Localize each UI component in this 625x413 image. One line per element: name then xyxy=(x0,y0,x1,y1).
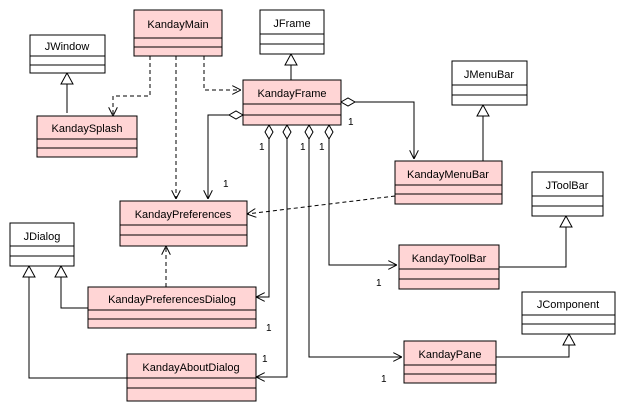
inherit-aboutdialog-jdialog-triangle xyxy=(22,264,36,278)
class-jwindow-name: JWindow xyxy=(45,41,90,53)
mult-pane-target: 1 xyxy=(381,374,387,385)
class-kandaypane-name: KandayPane xyxy=(419,349,482,361)
agg-frame-menubar xyxy=(355,101,414,159)
class-kandaypane[interactable]: KandayPane xyxy=(403,340,497,384)
mult-frame-side-c: 1 xyxy=(319,142,325,153)
class-kandayframe[interactable]: KandayFrame xyxy=(242,79,342,126)
mult-frame-side-b: 1 xyxy=(300,142,306,153)
mult-menubar-target: 1 xyxy=(348,117,354,128)
class-kandayaboutdialog-name: KandayAboutDialog xyxy=(142,362,239,374)
class-kandaypreferences[interactable]: KandayPreferences xyxy=(119,200,248,247)
inherit-prefsdialog-jdialog-triangle xyxy=(54,264,68,278)
class-kandaymenubar[interactable]: KandayMenuBar xyxy=(394,160,503,205)
class-kandaymain-name: KandayMain xyxy=(147,19,208,31)
mult-prefsdialog-target: 1 xyxy=(266,323,272,334)
dep-menubar-prefs xyxy=(247,195,396,214)
class-jmenubar-name: JMenuBar xyxy=(464,69,514,81)
class-jframe-name: JFrame xyxy=(273,18,310,30)
class-kandayframe-name: KandayFrame xyxy=(257,88,326,100)
agg-frame-pane xyxy=(308,139,402,357)
inherit-pane-jcomponent-triangle xyxy=(562,332,576,346)
agg-frame-toolbar xyxy=(328,139,397,265)
multiplicity-labels: 1 1 1 1 1 1 1 1 1 xyxy=(223,117,387,385)
mult-frame-side-a: 1 xyxy=(259,142,265,153)
inherit-splash-jwindow-triangle xyxy=(60,71,74,85)
class-kandaypreferencesdialog[interactable]: KandayPreferencesDialog xyxy=(87,286,257,329)
agg-frame-pane-diamond xyxy=(304,123,314,141)
class-boxes: KandayMain JFrame JWindow KandaySplash K… xyxy=(9,9,616,402)
class-jtoolbar[interactable]: JToolBar xyxy=(531,171,604,217)
relationship-lines xyxy=(22,52,576,379)
class-kandaypreferencesdialog-name: KandayPreferencesDialog xyxy=(108,294,236,306)
mult-aboutdialog-target: 1 xyxy=(262,354,268,365)
class-jtoolbar-name: JToolBar xyxy=(546,180,589,192)
class-jmenubar[interactable]: JMenuBar xyxy=(451,60,528,106)
inherit-frame-jframe-triangle xyxy=(284,52,298,66)
agg-frame-prefsdialog-diamond xyxy=(264,123,274,141)
class-kandaytoolbar[interactable]: KandayToolBar xyxy=(398,244,500,290)
agg-frame-prefs xyxy=(208,114,229,199)
agg-frame-prefsdialog xyxy=(256,139,270,297)
dep-main-frame xyxy=(203,56,241,90)
dep-main-splash xyxy=(113,56,151,116)
agg-frame-toolbar-diamond xyxy=(324,123,334,141)
inherit-toolbar-jtoolbar-triangle xyxy=(559,214,573,228)
class-jcomponent[interactable]: JComponent xyxy=(521,291,616,335)
class-jdialog[interactable]: JDialog xyxy=(9,222,75,267)
class-kandayaboutdialog[interactable]: KandayAboutDialog xyxy=(126,353,257,402)
agg-frame-menubar-diamond xyxy=(339,97,357,107)
class-kandaytoolbar-name: KandayToolBar xyxy=(412,253,487,265)
inherit-pane-jcomponent xyxy=(496,345,570,358)
class-kandaymenubar-name: KandayMenuBar xyxy=(407,169,489,181)
class-kandaypreferences-name: KandayPreferences xyxy=(135,209,232,221)
agg-frame-aboutdialog-diamond xyxy=(282,123,292,141)
inherit-menubar-jmenubar-triangle xyxy=(476,103,490,117)
class-kandaysplash-name: KandaySplash xyxy=(52,123,123,135)
inherit-toolbar-jtoolbar xyxy=(499,227,567,268)
class-jdialog-name: JDialog xyxy=(24,231,61,243)
agg-frame-prefs-diamond xyxy=(227,110,245,120)
class-jframe[interactable]: JFrame xyxy=(259,9,325,55)
agg-frame-aboutdialog xyxy=(256,139,288,377)
class-jwindow[interactable]: JWindow xyxy=(29,34,106,74)
mult-toolbar-target: 1 xyxy=(376,278,382,289)
class-jcomponent-name: JComponent xyxy=(537,299,599,311)
inherit-prefsdialog-jdialog xyxy=(60,277,88,309)
inherit-aboutdialog-jdialog xyxy=(28,277,127,379)
mult-prefs-target: 1 xyxy=(223,179,229,190)
class-kandaymain[interactable]: KandayMain xyxy=(133,9,223,57)
class-kandaysplash[interactable]: KandaySplash xyxy=(36,115,138,158)
